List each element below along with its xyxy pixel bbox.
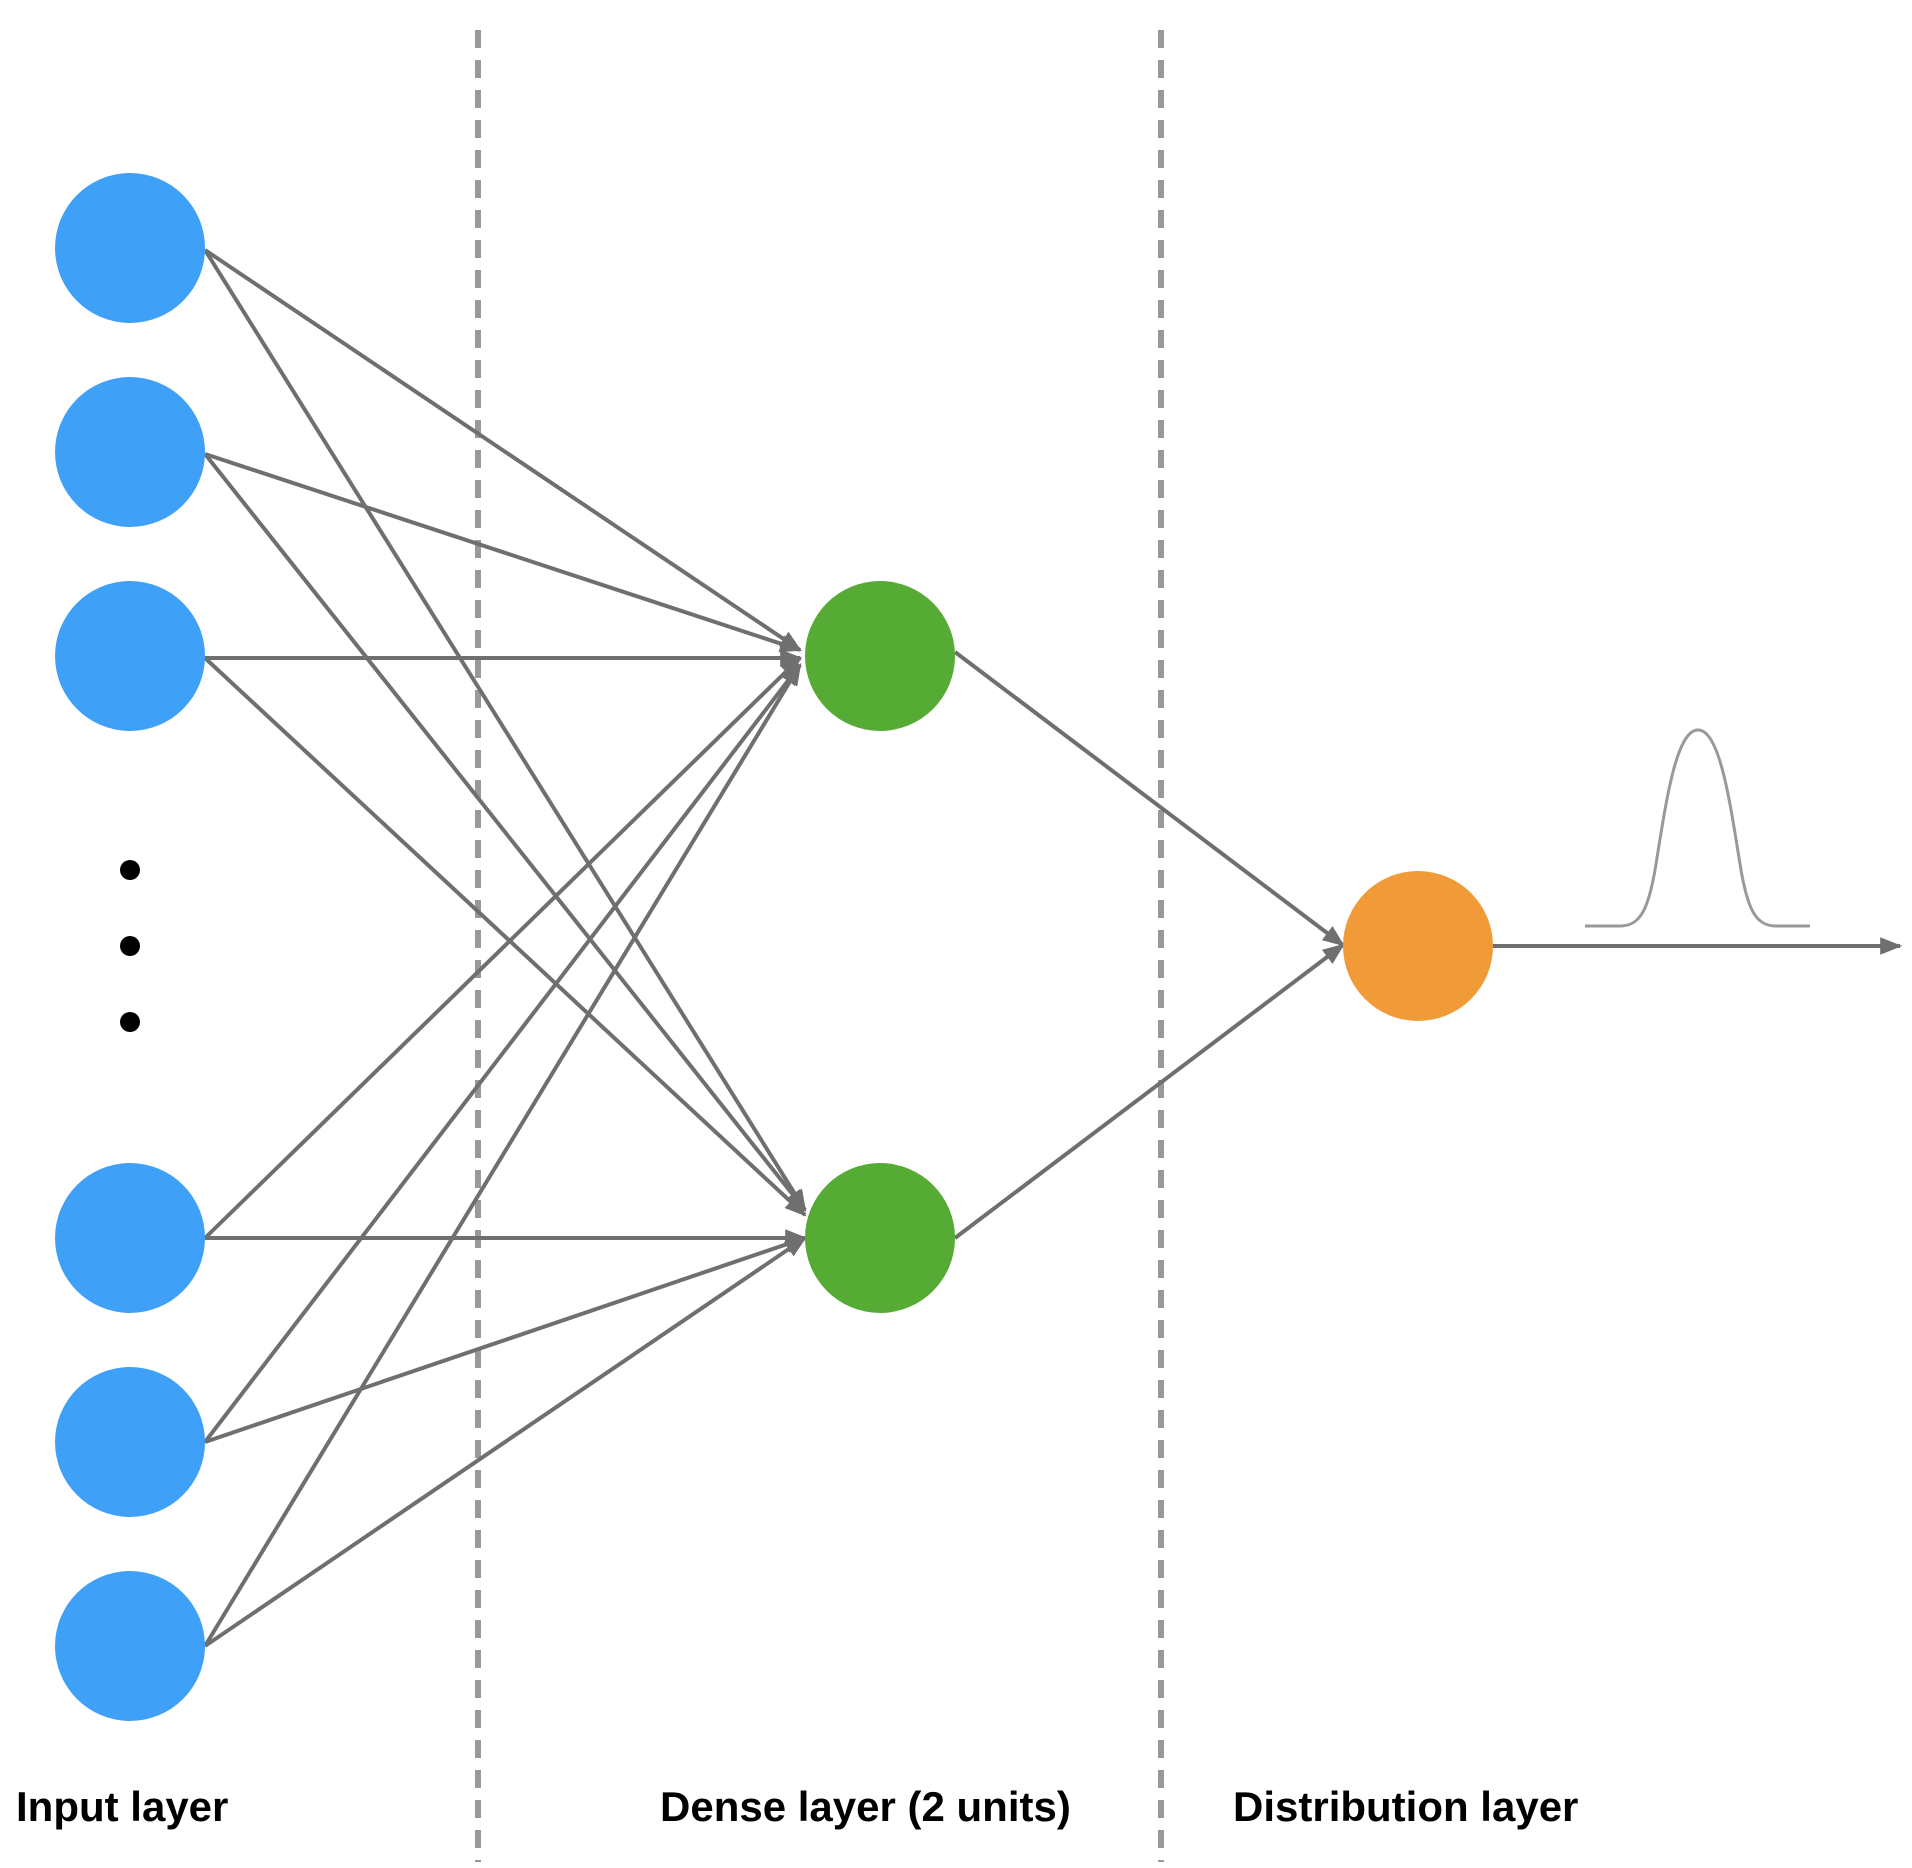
distribution-node bbox=[1343, 871, 1493, 1021]
ellipsis-dot bbox=[120, 860, 140, 880]
input-node bbox=[55, 1163, 205, 1313]
dense-node bbox=[805, 1163, 955, 1313]
vertical-ellipsis-icon bbox=[120, 860, 140, 1032]
edge bbox=[203, 248, 802, 652]
edge bbox=[204, 452, 803, 653]
edge bbox=[203, 656, 802, 1240]
ellipsis-dot bbox=[120, 936, 140, 956]
dense-layer-label: Dense layer (2 units) bbox=[660, 1783, 1071, 1830]
edge bbox=[953, 943, 1345, 1240]
edges-dense-to-distribution bbox=[953, 650, 1345, 1240]
edge bbox=[953, 650, 1345, 947]
input-node bbox=[55, 173, 205, 323]
distribution-layer-label: Distribution layer bbox=[1233, 1783, 1579, 1830]
edge bbox=[203, 248, 807, 1212]
edge bbox=[203, 663, 802, 1444]
ellipsis-dot bbox=[120, 1012, 140, 1032]
input-node bbox=[55, 1571, 205, 1721]
input-node bbox=[55, 1367, 205, 1517]
input-layer-label: Input layer bbox=[16, 1783, 229, 1830]
edges-input-to-dense-2 bbox=[203, 248, 808, 1648]
edge bbox=[203, 452, 807, 1212]
dense-node bbox=[805, 581, 955, 731]
edge bbox=[203, 656, 807, 1217]
edge bbox=[203, 663, 802, 1648]
edge bbox=[203, 1236, 807, 1648]
dense-layer-nodes bbox=[805, 581, 955, 1313]
input-layer-nodes bbox=[55, 173, 205, 1721]
bell-curve-icon bbox=[1585, 728, 1810, 928]
input-node bbox=[55, 581, 205, 731]
edges-input-to-dense-1 bbox=[203, 248, 803, 1648]
input-node bbox=[55, 377, 205, 527]
edge bbox=[204, 1236, 808, 1444]
